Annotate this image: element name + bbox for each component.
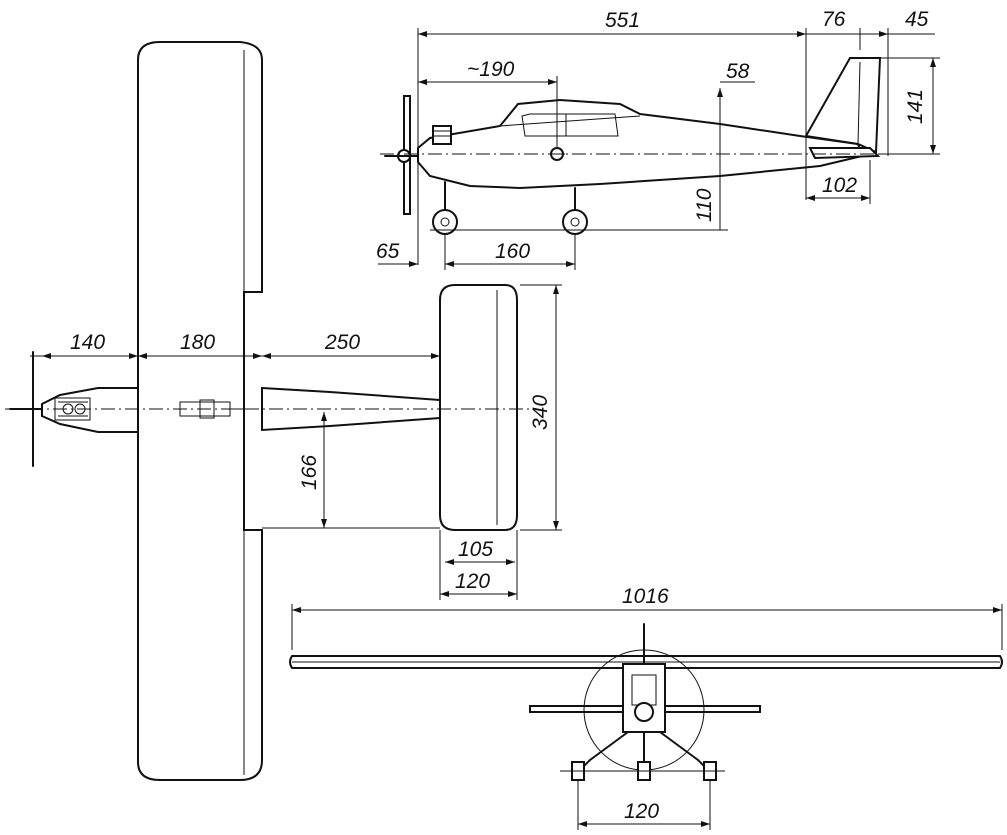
stab-side (808, 147, 881, 160)
dim-stab-offset-label: 166 (298, 455, 321, 490)
landing-gear-front (560, 731, 725, 781)
dim-tail-end: 45 (905, 8, 929, 31)
dim-fin-height-label: 141 (904, 89, 927, 124)
dim-track-label: 120 (624, 800, 659, 823)
dim-overall-length: 551 (605, 9, 640, 32)
dim-top-chain: 140 180 250 (30, 331, 441, 380)
dim-tail-moment: 250 (324, 331, 360, 354)
dim-wing-span: 1016 (291, 585, 1003, 650)
dim-side-overall: 551 76 45 (417, 8, 935, 265)
dim-wing-height: 58 110 (430, 60, 755, 231)
dim-nose-to-cg: ~190 (467, 58, 515, 81)
front-spinner (634, 702, 654, 722)
cabin-window (521, 113, 619, 137)
dim-stab-chords: 105 120 (439, 530, 518, 600)
dim-tail-chord: 102 (806, 160, 871, 204)
dim-wing-span-label: 1016 (622, 585, 669, 608)
dim-stab-chord-outer: 120 (455, 570, 490, 593)
dim-track: 120 (577, 780, 711, 830)
dim-wheelbase: 160 65 (376, 234, 576, 270)
dim-wing-chord: 180 (180, 331, 215, 354)
dim-tail-chord-label: 102 (822, 174, 857, 197)
dim-nose-length: 140 (70, 331, 105, 354)
front-view: 1016 120 (289, 585, 1003, 830)
dim-tail-tip: 76 (822, 8, 846, 31)
landing-gear-side (432, 181, 588, 235)
dim-stab-span-label: 340 (529, 395, 552, 430)
stabilizer (439, 284, 518, 531)
dim-nose-cg: ~190 (418, 58, 558, 148)
engine-side-icon (432, 125, 452, 145)
dim-stab-span: 340 (520, 284, 562, 531)
dim-wing-height-label: 58 (726, 60, 750, 83)
dim-gear-height: 110 (693, 188, 716, 222)
dim-stab-chord-inner: 105 (458, 538, 493, 561)
dim-prop-offset: 65 (376, 240, 400, 263)
dim-wheelbase-label: 160 (495, 240, 530, 263)
fin (804, 57, 882, 154)
top-view: 140 180 250 166 340 105 120 (5, 41, 562, 781)
dim-stab-offset: 166 (262, 412, 440, 529)
side-view: 551 76 45 ~190 58 110 141 (376, 8, 940, 270)
dim-fin-height: 141 (880, 57, 940, 155)
fuselage-side (417, 98, 864, 190)
